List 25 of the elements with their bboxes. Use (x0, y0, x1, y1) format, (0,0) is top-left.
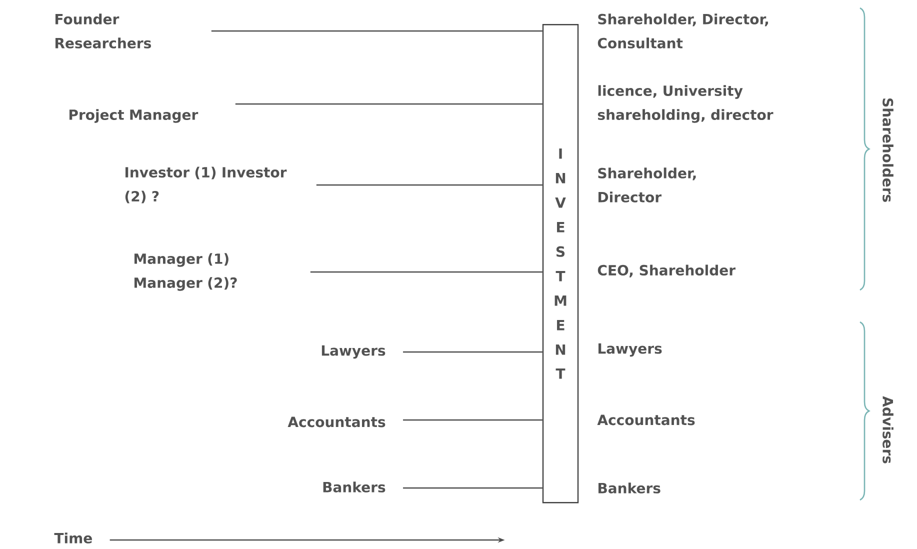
connector-line (235, 103, 542, 105)
role-label: Manager (1) Manager (2)? (134, 253, 237, 291)
role-label: Accountants (288, 416, 386, 428)
role-label: licence, University shareholding, director (598, 85, 774, 123)
role-label: Lawyers (598, 343, 662, 357)
connector-line (316, 184, 542, 186)
role-label: Bankers (323, 482, 386, 492)
role-label: Founder Researchers (56, 14, 151, 48)
group-label: Shareholders (882, 98, 894, 202)
role-label: Lawyers (322, 345, 386, 359)
role-label: Shareholder, Director, Consultant (598, 14, 768, 48)
connector-line (403, 419, 542, 421)
role-label: Project Manager (70, 109, 198, 123)
role-label: Shareholder, Director (598, 168, 696, 202)
connector-line (310, 271, 542, 273)
role-label: Accountants (597, 414, 695, 426)
role-label: Bankers (598, 482, 660, 494)
connector-line (403, 487, 542, 489)
role-label: Investor (1) Investor (2) ? (125, 166, 287, 204)
group-label: Advisers (882, 396, 894, 464)
connector-line (403, 351, 542, 353)
investment-box: INVESTMENT (542, 24, 579, 504)
connector-line (211, 30, 542, 32)
role-label: CEO, Shareholder (598, 264, 736, 278)
axis-label: Time (54, 532, 92, 544)
